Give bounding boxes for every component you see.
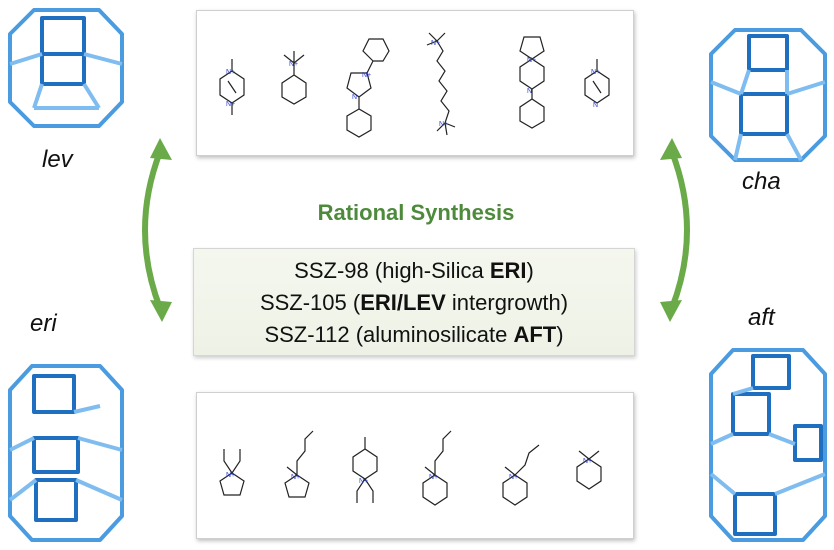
cation-label: N+ <box>226 101 235 108</box>
lev-cage-image <box>8 8 124 128</box>
aft-cage-image <box>709 348 827 542</box>
osda-diethylmethylpiperidinium <box>352 437 378 503</box>
top-osda-box: N+ N+ N+ N+ N N+ N+ N+ N N+ N <box>196 10 634 156</box>
osda-methylbutylpyrrolidinium <box>284 430 314 498</box>
osda-butylmethylpiperidinium <box>422 430 452 506</box>
osda-dabco-dimethyl <box>219 59 245 115</box>
product-end: ) <box>556 322 564 347</box>
product-ssz-98: SSZ-98 (high-Silica ERI) <box>194 255 634 287</box>
products-box: SSZ-98 (high-Silica ERI) SSZ-105 (ERI/LE… <box>193 248 635 356</box>
product-end: intergrowth) <box>445 290 569 315</box>
cation-label: N+ <box>362 72 371 79</box>
cation-label: N+ <box>431 40 440 47</box>
framework-code: AFT <box>513 322 557 347</box>
cation-label: N+ <box>359 478 368 485</box>
cation-label: N+ <box>429 474 438 481</box>
product-name: SSZ-105 ( <box>259 290 361 315</box>
osda-dicyclohexylimidazolium <box>346 38 390 138</box>
framework-code: ERI <box>489 258 527 283</box>
left-double-arrow <box>142 138 172 322</box>
lev-label: lev <box>42 146 73 173</box>
product-name: SSZ-112 (aluminosilicate <box>264 322 514 347</box>
cation-label: N+ <box>226 472 235 479</box>
product-ssz-105: SSZ-105 (ERI/LEV intergrowth) <box>194 287 634 319</box>
rational-synthesis-title: Rational Synthesis <box>317 200 515 225</box>
nitrogen-label: N <box>593 102 598 109</box>
cation-label: N+ <box>439 121 448 128</box>
bottom-osda-box: N+ N+ N+ N+ N+ N+ <box>196 392 634 539</box>
osda-propylmethylpiperidinium <box>502 444 540 506</box>
cation-label: N+ <box>226 69 235 76</box>
framework-code: ERI/LEV <box>360 290 446 315</box>
cation-label: N+ <box>289 61 298 68</box>
top-osda-structures: N+ N+ N+ N+ N N+ N+ N+ N N+ N <box>219 32 610 138</box>
product-name: SSZ-98 (high-Silica <box>294 258 490 283</box>
osda-dimethylpiperidinium <box>576 450 602 490</box>
osda-diethylpyrrolidinium <box>219 449 245 496</box>
product-ssz-112: SSZ-112 (aluminosilicate AFT) <box>194 319 634 351</box>
cation-label: N+ <box>291 474 300 481</box>
product-end: ) <box>526 258 534 283</box>
nitrogen-label: N <box>527 88 532 95</box>
right-double-arrow <box>660 138 690 322</box>
bottom-osda-structures: N+ N+ N+ N+ N+ N+ <box>219 430 602 506</box>
cation-label: N+ <box>527 57 536 64</box>
cation-label: N+ <box>509 474 518 481</box>
cha-cage-image <box>709 28 827 162</box>
eri-label: eri <box>30 310 57 337</box>
osda-trimethylanilinium <box>281 51 307 105</box>
osda-pyrrolidinium-piperazine-pyridine <box>519 36 545 129</box>
osda-hexamethonium <box>426 32 456 136</box>
cation-label: N+ <box>583 458 592 465</box>
cation-label: N+ <box>591 69 600 76</box>
aft-label: aft <box>748 304 775 331</box>
cha-label: cha <box>742 168 781 195</box>
eri-cage-image <box>8 364 124 542</box>
osda-dabco-methyl <box>584 59 610 104</box>
nitrogen-label: N <box>352 94 357 101</box>
